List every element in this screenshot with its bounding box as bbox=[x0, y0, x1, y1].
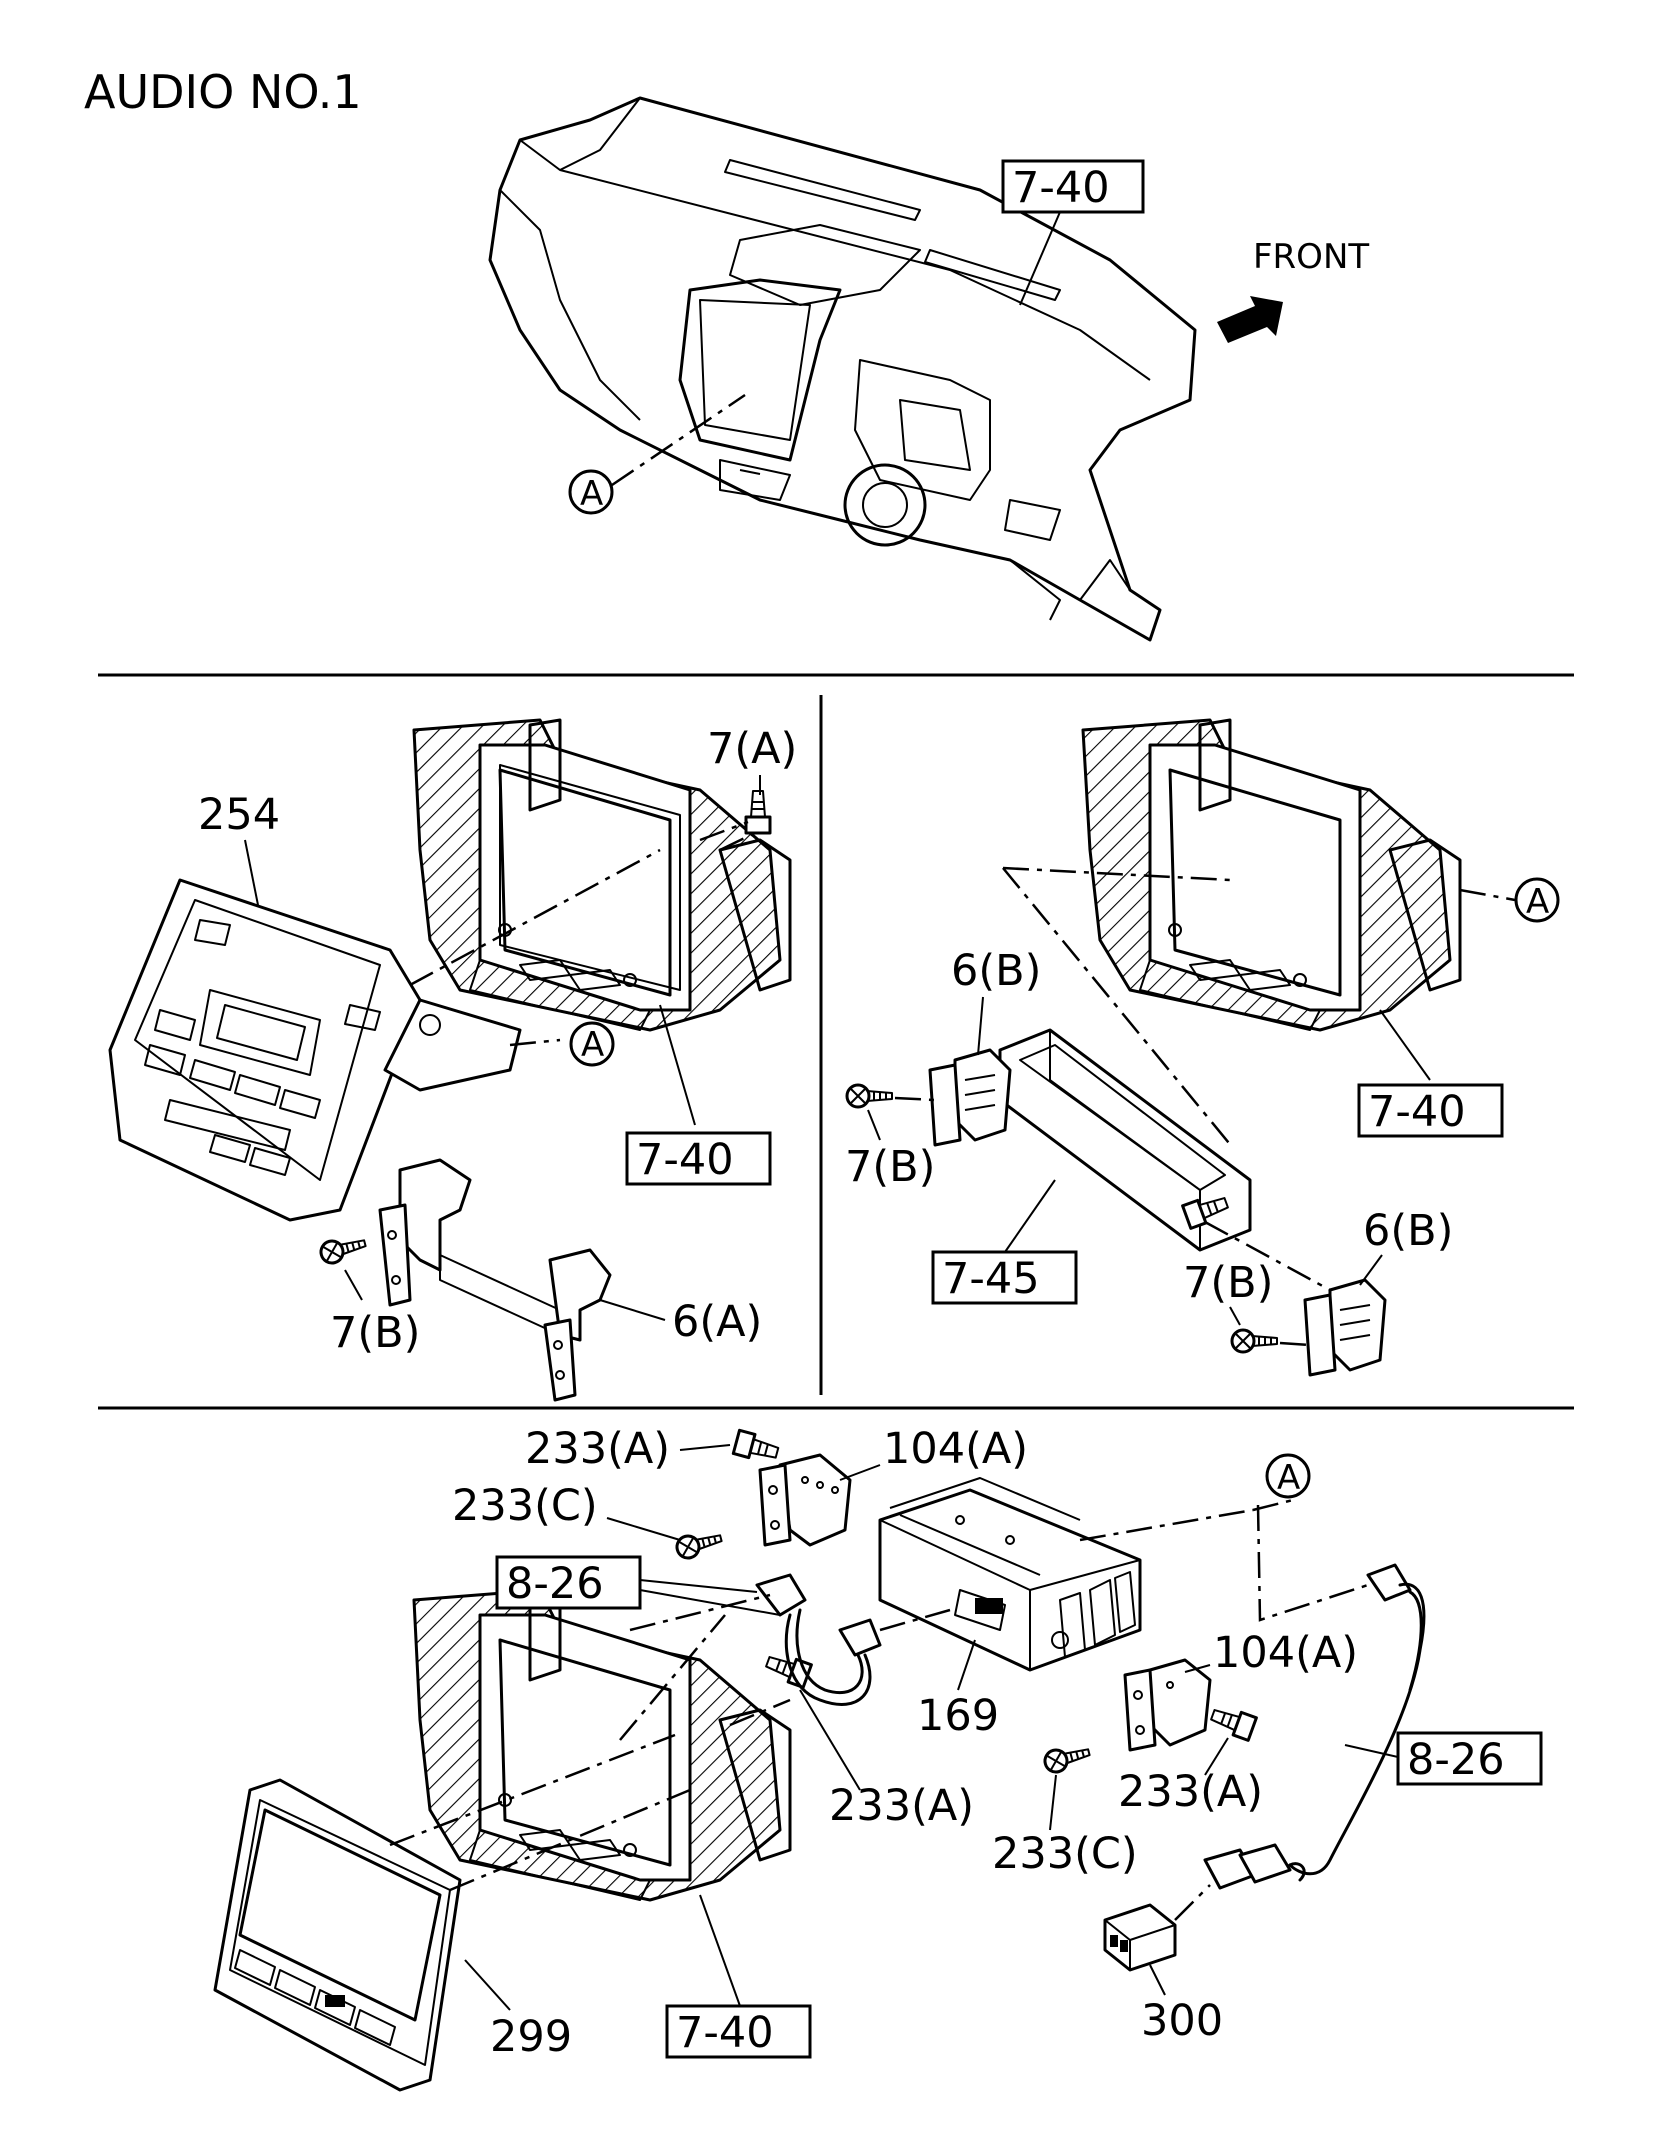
part-104a-label-top: 104(A) bbox=[883, 1424, 1028, 1474]
svg-text:7-40: 7-40 bbox=[636, 1135, 734, 1185]
bezel-7-40-mid-left bbox=[412, 718, 792, 1032]
ref-box-7-40-bottom: 7-40 bbox=[665, 2004, 812, 2059]
radio-unit-169 bbox=[878, 1477, 1142, 1672]
part-300-label: 300 bbox=[1141, 1996, 1223, 2046]
svg-text:8-26: 8-26 bbox=[506, 1559, 604, 1609]
wire-harness-8-26-long bbox=[1203, 1563, 1426, 1890]
part-6b-label-right: 6(B) bbox=[1363, 1206, 1453, 1256]
svg-text:7-40: 7-40 bbox=[1368, 1087, 1466, 1137]
part-7b-label-mid-left: 7(B) bbox=[330, 1308, 420, 1358]
part-233a-label-top: 233(A) bbox=[525, 1424, 670, 1474]
svg-text:A: A bbox=[1526, 882, 1549, 922]
bracket-104a-bottom bbox=[1123, 1658, 1212, 1752]
part-7a-label: 7(A) bbox=[707, 724, 797, 774]
svg-text:A: A bbox=[1277, 1458, 1300, 1498]
bracket-6b-right bbox=[1303, 1278, 1387, 1377]
part-169-label: 169 bbox=[917, 1691, 999, 1741]
wire-harness-8-26-short bbox=[755, 1573, 882, 1706]
bezel-7-40-bottom bbox=[412, 1588, 792, 1902]
svg-text:7-40: 7-40 bbox=[676, 2008, 774, 2058]
part-7b-label-mid-right-a: 7(B) bbox=[845, 1142, 935, 1192]
dashboard-illustration bbox=[488, 96, 1197, 642]
display-unit-299 bbox=[213, 1778, 462, 2092]
svg-text:7-45: 7-45 bbox=[942, 1254, 1040, 1304]
svg-text:8-26: 8-26 bbox=[1407, 1735, 1505, 1785]
part-233c-label-bottom: 233(C) bbox=[992, 1829, 1138, 1879]
part-7b-label-mid-right-b: 7(B) bbox=[1183, 1258, 1273, 1308]
ref-box-7-40-top: 7-40 bbox=[1001, 159, 1145, 214]
part-233a-label-mid: 233(A) bbox=[829, 1781, 974, 1831]
circle-marker-a-mid-left: A bbox=[569, 1021, 615, 1067]
part-233c-label-top: 233(C) bbox=[452, 1481, 598, 1531]
svg-text:7-40: 7-40 bbox=[1012, 163, 1110, 213]
circle-marker-a-top: A bbox=[568, 469, 614, 515]
part-254-label: 254 bbox=[198, 790, 280, 840]
front-direction: FRONT bbox=[1217, 237, 1369, 343]
mounting-frame-7-45 bbox=[998, 1028, 1252, 1252]
part-6a-label: 6(A) bbox=[672, 1297, 762, 1347]
circle-marker-a-mid-right: A bbox=[1514, 877, 1560, 923]
front-arrow-icon bbox=[1217, 296, 1283, 343]
page-title: AUDIO NO.1 bbox=[84, 65, 362, 119]
ref-box-7-40-mid-left: 7-40 bbox=[625, 1131, 772, 1186]
radio-unit-254 bbox=[108, 878, 522, 1222]
svg-text:A: A bbox=[581, 1025, 604, 1065]
part-233a-label-bottom: 233(A) bbox=[1118, 1767, 1263, 1817]
bezel-7-40-mid-right bbox=[1081, 718, 1462, 1032]
part-6b-label-left: 6(B) bbox=[951, 946, 1041, 996]
bracket-6a bbox=[378, 1158, 612, 1402]
ref-box-8-26-left: 8-26 bbox=[495, 1555, 642, 1610]
bracket-104a-top bbox=[758, 1453, 852, 1547]
ref-box-7-45: 7-45 bbox=[931, 1250, 1078, 1305]
part-299-label: 299 bbox=[490, 2012, 572, 2062]
ref-box-7-40-mid-right: 7-40 bbox=[1357, 1083, 1504, 1138]
circle-marker-a-bottom: A bbox=[1265, 1453, 1311, 1499]
svg-text:A: A bbox=[580, 474, 603, 514]
part-104a-label-bottom: 104(A) bbox=[1213, 1628, 1358, 1678]
ref-box-8-26-right: 8-26 bbox=[1396, 1731, 1543, 1786]
connector-300 bbox=[1103, 1903, 1177, 1972]
bracket-6b-left bbox=[928, 1048, 1012, 1147]
front-label: FRONT bbox=[1253, 237, 1369, 277]
